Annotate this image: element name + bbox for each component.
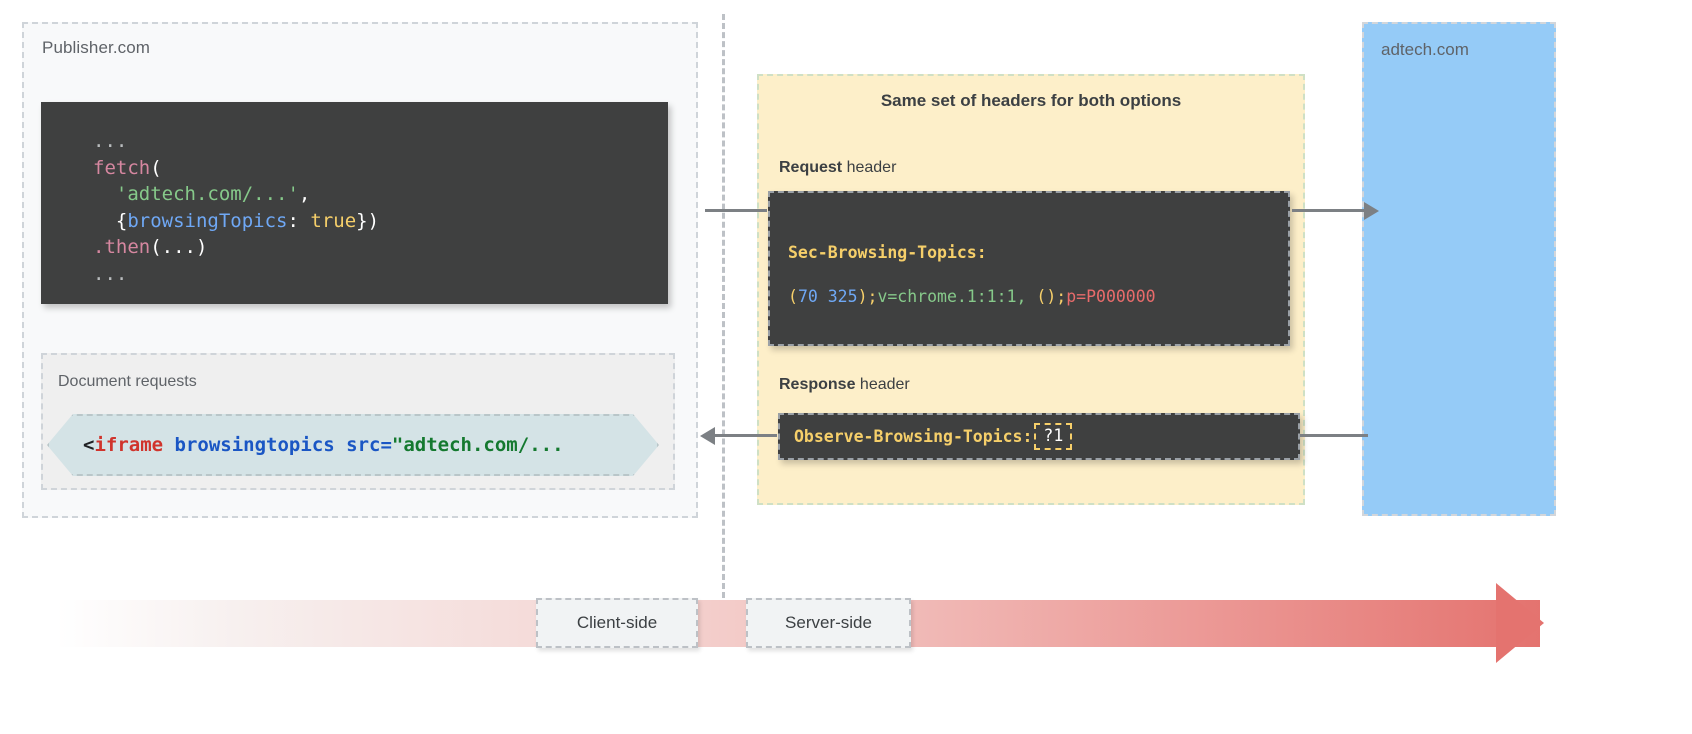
iframe-snippet-text: <iframe browsingtopics src="adtech.com/.… (83, 414, 639, 476)
code-brace-close: } (356, 209, 368, 232)
client-server-divider (722, 14, 725, 598)
request-caption-bold: Request (779, 159, 843, 176)
arrow-request-to-adtech-head-icon (1364, 202, 1379, 220)
iframe-space-2 (335, 434, 346, 456)
code-fetch-keyword: fetch (93, 156, 151, 179)
fetch-code-block: ... fetch( 'adtech.com/...', {browsingTo… (41, 102, 668, 304)
arrow-request-to-adtech-line (1292, 209, 1368, 212)
document-requests-label: Document requests (58, 373, 197, 390)
headers-panel-title: Same set of headers for both options (880, 91, 1182, 110)
observe-browsing-topics-value: ?1 (1034, 422, 1073, 451)
code-comma: , (298, 183, 311, 205)
value-space-2 (1026, 287, 1036, 306)
code-paren-close: ) (367, 209, 380, 232)
value-paren-open: ( (788, 287, 798, 306)
server-side-label: Server-side (746, 598, 911, 648)
code-option-value: true (310, 209, 357, 232)
response-caption-rest: header (855, 376, 910, 393)
adtech-label: adtech.com (1381, 40, 1469, 59)
value-semicolon-2: ; (1056, 287, 1067, 306)
flow-arrow-head-icon (1496, 583, 1544, 663)
iframe-lt: < (83, 434, 95, 456)
code-paren-open: ( (150, 156, 162, 179)
value-semicolon-1: ; (867, 287, 878, 306)
iframe-src-value: "adtech.com/... (391, 434, 564, 456)
request-header-caption: Request header (779, 159, 896, 177)
client-side-label: Client-side (536, 598, 698, 648)
iframe-snippet-chip: <iframe browsingtopics src="adtech.com/.… (47, 414, 659, 476)
request-header-code-box: Sec-Browsing-Topics: (70 325);v=chrome.1… (768, 191, 1290, 346)
request-caption-rest: header (842, 159, 897, 176)
publisher-label: Publisher.com (42, 38, 151, 57)
code-dots-top: ... (93, 130, 128, 152)
arrow-response-to-publisher-head-icon (700, 427, 715, 445)
topic-id-1: 70 (797, 287, 818, 306)
value-space-1 (818, 287, 828, 306)
response-caption-bold: Response (779, 376, 856, 393)
code-url-string: 'adtech.com/...' (115, 183, 299, 205)
iframe-src-attr: src= (346, 434, 392, 456)
iframe-chip-background (47, 414, 659, 476)
response-header-code-box: Observe-Browsing-Topics:?1 (778, 413, 1300, 460)
code-dots-bottom: ... (93, 262, 128, 285)
value-paren-close: ) (857, 287, 868, 306)
iframe-tag-name: iframe (94, 434, 164, 456)
code-brace-open: { (115, 209, 128, 232)
topic-id-2: 325 (827, 287, 858, 306)
sec-browsing-topics-name: Sec-Browsing-Topics: (788, 243, 987, 262)
arrow-adtech-to-response-line (1300, 434, 1368, 437)
response-header-caption: Response header (779, 376, 910, 394)
iframe-space-1 (163, 434, 174, 456)
arrow-response-to-publisher-line (715, 434, 777, 437)
observe-browsing-topics-name: Observe-Browsing-Topics: (794, 427, 1033, 446)
value-version-taxonomy: v=chrome.1:1:1, (877, 287, 1027, 306)
adtech-panel (1362, 22, 1556, 516)
code-then-args: (...) (150, 236, 208, 258)
arrow-publisher-to-request (705, 209, 767, 212)
value-padding-topic: p=P000000 (1066, 287, 1156, 306)
code-colon: : (287, 209, 311, 232)
iframe-browsingtopics-attr: browsingtopics (174, 434, 335, 456)
value-empty-parens: () (1036, 287, 1057, 306)
code-then-keyword: .then (93, 236, 151, 258)
code-option-key: browsingTopics (127, 209, 288, 232)
